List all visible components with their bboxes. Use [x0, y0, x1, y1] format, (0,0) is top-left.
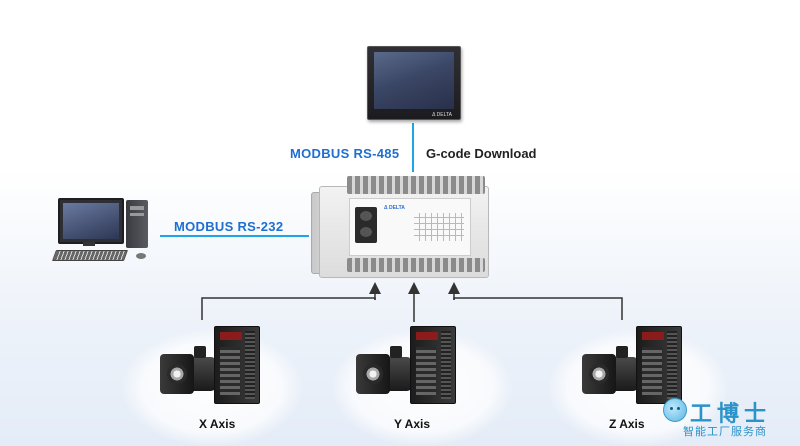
x-axis-drive	[214, 326, 260, 404]
gcode-download-label: G-code Download	[426, 146, 537, 161]
keyboard	[51, 250, 129, 261]
watermark-subtitle: 智能工厂服务商	[683, 425, 767, 438]
x-axis-servo	[160, 326, 270, 406]
modbus-rs232-label: MODBUS RS-232	[174, 219, 284, 234]
mouse	[136, 253, 146, 259]
modbus-rs485-label: MODBUS RS-485	[290, 146, 400, 161]
monitor-stand	[83, 242, 95, 246]
watermark-title: 工博士	[690, 402, 772, 427]
hmi-touch-panel: Δ DELTA	[367, 46, 461, 120]
x-axis-motor	[160, 346, 216, 402]
y-axis-drive	[410, 326, 456, 404]
computer-workstation	[51, 198, 156, 264]
x-axis-label: X Axis	[199, 417, 236, 431]
plc-x-axis-link	[201, 297, 376, 320]
plc-led-indicators	[414, 213, 464, 241]
plc-top-terminals	[347, 176, 485, 194]
z-axis-label: Z Axis	[609, 417, 645, 431]
z-axis-drive	[636, 326, 682, 404]
computer-tower	[126, 200, 148, 248]
z-axis-servo	[582, 326, 692, 406]
hmi-brand-logo: Δ DELTA	[432, 112, 452, 118]
plc-comm-port	[355, 207, 377, 243]
computer-monitor	[58, 198, 124, 244]
y-axis-motor	[356, 346, 412, 402]
mascot-icon	[663, 398, 687, 422]
plc-front-panel: Δ DELTA	[349, 198, 471, 256]
plc-z-axis-link	[453, 297, 623, 320]
plc-controller: Δ DELTA	[311, 174, 489, 282]
z-axis-motor	[582, 346, 638, 402]
plc-bottom-terminals	[347, 258, 485, 272]
plc-brand-logo: Δ DELTA	[384, 205, 405, 211]
y-axis-label: Y Axis	[394, 417, 431, 431]
y-axis-servo	[356, 326, 466, 406]
hmi-screen	[374, 52, 454, 109]
